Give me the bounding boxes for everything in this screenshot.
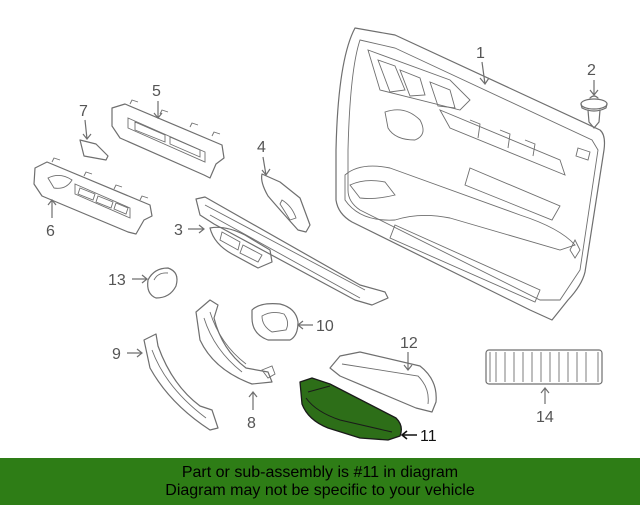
- callout-13: 13: [108, 272, 126, 289]
- part-13-round-cover: [147, 267, 178, 299]
- callout-6: 6: [46, 223, 55, 240]
- leader-4: [261, 156, 271, 177]
- part-11-storage-pocket: [299, 377, 402, 441]
- callout-9: 9: [112, 346, 121, 363]
- callout-1: 1: [476, 45, 485, 62]
- leader-2: [589, 80, 599, 96]
- callout-5: 5: [152, 83, 161, 100]
- banner-line-2: Diagram may not be specific to your vehi…: [165, 481, 475, 499]
- leader-9: [127, 348, 143, 358]
- callout-8: 8: [247, 415, 256, 432]
- leader-11: [400, 430, 417, 440]
- part-6-switch-panel: [33, 157, 153, 235]
- leader-1: [479, 61, 490, 86]
- leader-3: [188, 224, 205, 234]
- part-2-clip: [580, 95, 608, 129]
- part-5-switch-panel: [111, 99, 225, 179]
- part-1-door-panel: [335, 27, 606, 321]
- leader-14: [540, 387, 550, 404]
- callout-11: 11: [420, 428, 437, 445]
- parts-diagram: 1 2 3 4 5 6: [33, 27, 608, 445]
- leader-10: [297, 320, 313, 330]
- part-8-bracket: [195, 299, 276, 385]
- leader-6: [47, 199, 57, 218]
- leader-13: [132, 274, 148, 284]
- part-3-trim-strip: [195, 196, 389, 306]
- notice-banner: Part or sub-assembly is #11 in diagram D…: [0, 458, 640, 505]
- callout-2: 2: [587, 62, 596, 79]
- part-4-handle-cover: [261, 173, 311, 233]
- part-14-vent-grille: [485, 349, 603, 385]
- part-7-cover: [79, 139, 109, 161]
- callout-3: 3: [174, 222, 183, 239]
- callout-12: 12: [400, 335, 418, 352]
- leader-8: [248, 391, 258, 410]
- part-9-curved-strip: [143, 333, 219, 431]
- callout-14: 14: [536, 409, 554, 426]
- callout-4: 4: [257, 139, 266, 156]
- leader-5: [153, 101, 163, 119]
- banner-line-1: Part or sub-assembly is #11 in diagram: [181, 463, 459, 481]
- callout-10: 10: [316, 318, 334, 335]
- leader-7: [82, 119, 92, 140]
- leader-12: [403, 352, 413, 371]
- part-10-speaker-cover: [251, 303, 299, 341]
- callout-7: 7: [79, 103, 88, 120]
- part-12-pocket-trim: [329, 351, 437, 413]
